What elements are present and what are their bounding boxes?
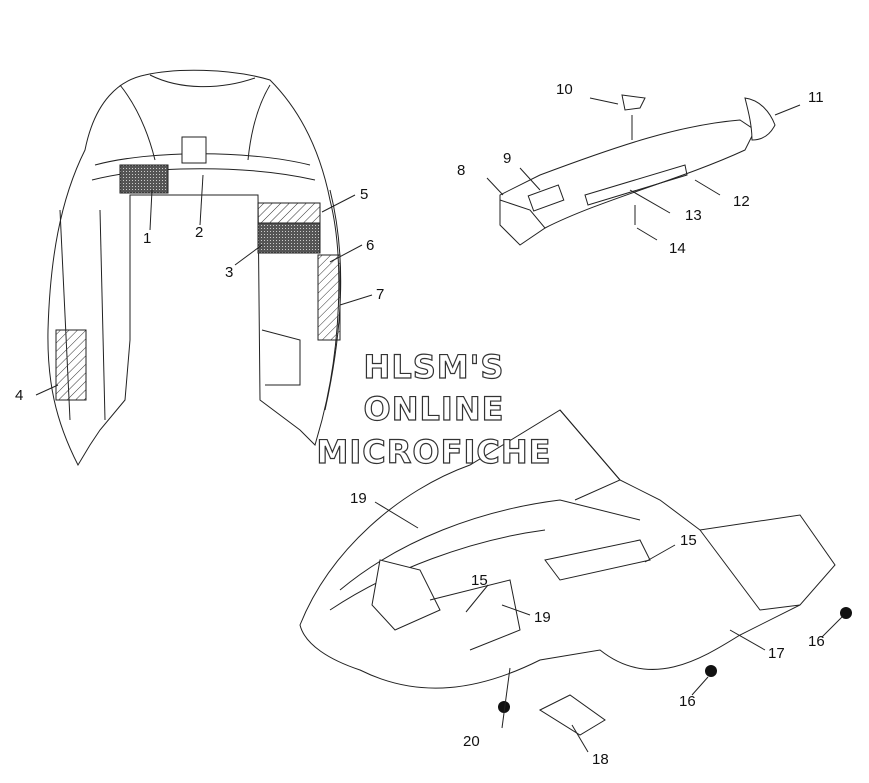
callout-19b: 19 xyxy=(534,609,551,626)
callout-11: 11 xyxy=(808,89,824,106)
watermark-line-3: MICROFICHE xyxy=(317,433,552,471)
callout-20: 20 xyxy=(463,733,480,750)
callout-18: 18 xyxy=(592,751,609,768)
chassis-lower-assembly xyxy=(299,409,852,753)
hood-assembly xyxy=(35,69,373,467)
callout-14: 14 xyxy=(669,240,686,257)
callout-10: 10 xyxy=(556,81,573,98)
watermark: HLSM'S ONLINE MICROFICHE xyxy=(316,347,552,471)
callout-8: 8 xyxy=(457,162,465,179)
callout-15a: 15 xyxy=(680,532,697,549)
callout-4: 4 xyxy=(15,387,23,404)
callout-5: 5 xyxy=(360,186,368,203)
callout-16a: 16 xyxy=(808,633,825,650)
callout-1: 1 xyxy=(143,230,151,247)
callout-16b: 16 xyxy=(679,693,696,710)
belly-pan-bracket xyxy=(486,94,801,246)
callout-15b: 15 xyxy=(471,572,488,589)
watermark-line-1: HLSM'S xyxy=(364,348,505,386)
callout-12: 12 xyxy=(733,193,750,210)
callout-3: 3 xyxy=(225,264,233,281)
callout-13: 13 xyxy=(685,207,702,224)
watermark-line-2: ONLINE xyxy=(364,390,505,428)
callout-19a: 19 xyxy=(350,490,367,507)
callout-labels: 1 2 3 4 5 6 7 8 9 10 11 12 13 14 15 15 1… xyxy=(15,81,825,768)
callout-17: 17 xyxy=(768,645,785,662)
callout-9: 9 xyxy=(503,150,511,167)
callout-2: 2 xyxy=(195,224,203,241)
callout-7: 7 xyxy=(376,286,384,303)
callout-6: 6 xyxy=(366,237,374,254)
